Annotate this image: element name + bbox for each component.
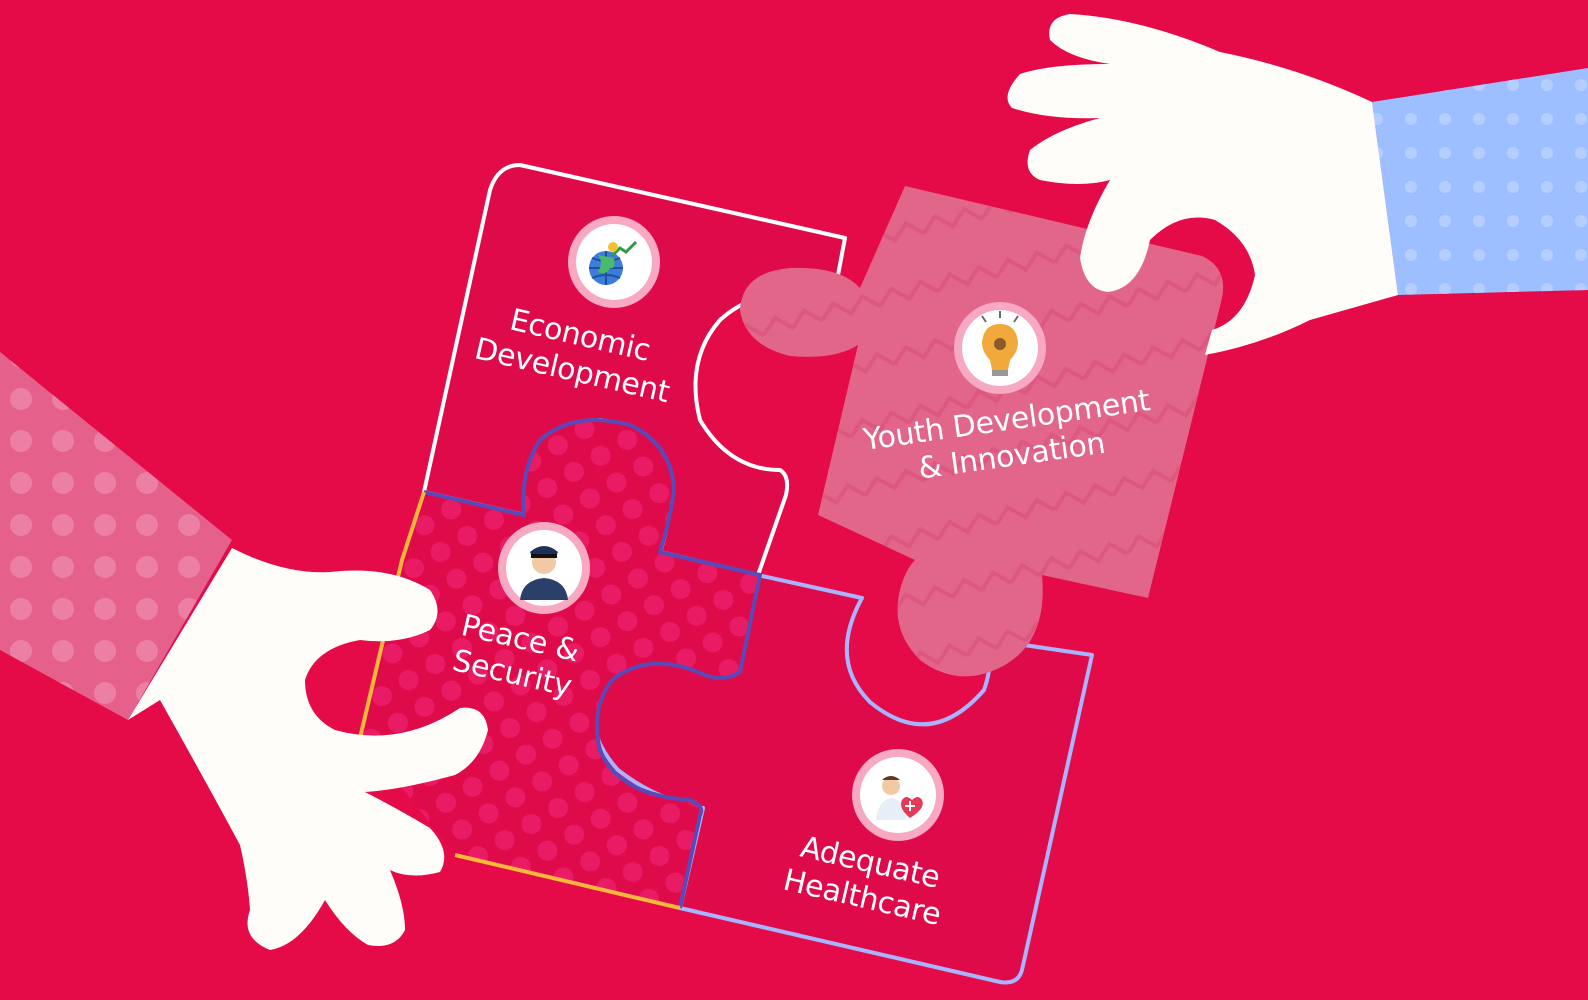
lightbulb-gears-icon xyxy=(981,311,1019,376)
health-badge xyxy=(852,749,944,841)
right-sleeve xyxy=(1372,68,1588,295)
youth-badge xyxy=(954,302,1046,394)
puzzle-piece-youth xyxy=(740,186,1224,677)
peace-badge xyxy=(498,522,590,614)
economic-badge xyxy=(568,216,660,308)
left-sleeve xyxy=(0,352,232,720)
right-hand xyxy=(1007,14,1398,355)
officer-icon xyxy=(520,546,568,600)
left-hand xyxy=(128,548,488,950)
doctor-heart-icon xyxy=(876,776,923,820)
globe-growth-icon xyxy=(589,240,638,285)
puzzle-piece-peace xyxy=(358,418,762,910)
